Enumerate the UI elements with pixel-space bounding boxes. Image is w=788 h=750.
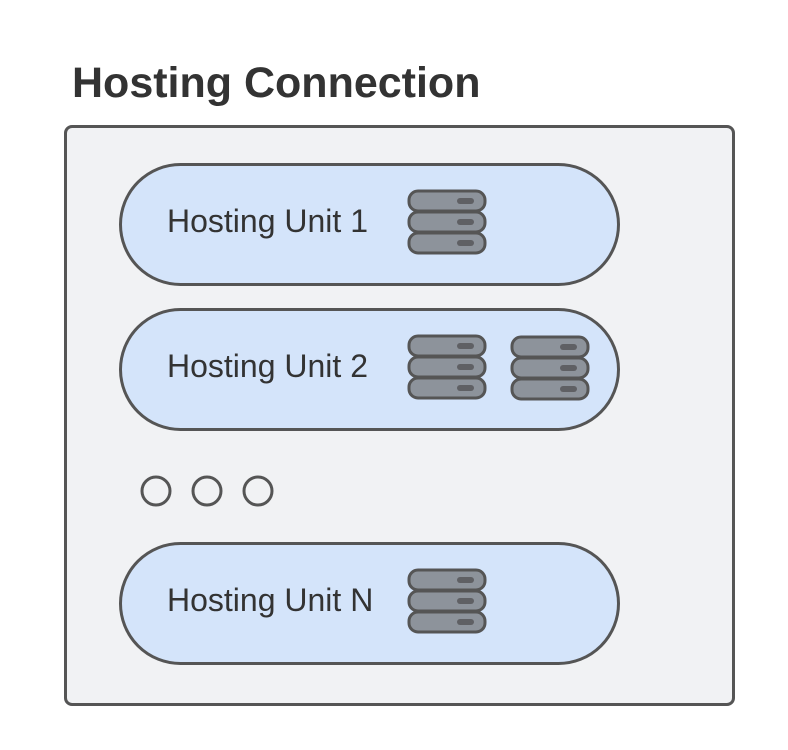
- server-icon: [407, 568, 487, 634]
- server-icon: [510, 335, 590, 401]
- hosting-unit-1[interactable]: Hosting Unit 1: [119, 163, 620, 286]
- server-icon: [407, 189, 487, 255]
- hosting-unit-label: Hosting Unit N: [167, 582, 374, 618]
- hosting-unit-n[interactable]: Hosting Unit N: [119, 542, 620, 665]
- hosting-connection-container: Hosting Unit 1 Hosting Unit 2: [64, 125, 735, 706]
- hosting-unit-label: Hosting Unit 1: [167, 203, 368, 239]
- server-icon: [407, 334, 487, 400]
- diagram-title: Hosting Connection: [72, 59, 481, 107]
- ellipsis-circles-icon: [140, 475, 274, 507]
- hosting-unit-label: Hosting Unit 2: [167, 348, 368, 384]
- hosting-unit-2[interactable]: Hosting Unit 2: [119, 308, 620, 431]
